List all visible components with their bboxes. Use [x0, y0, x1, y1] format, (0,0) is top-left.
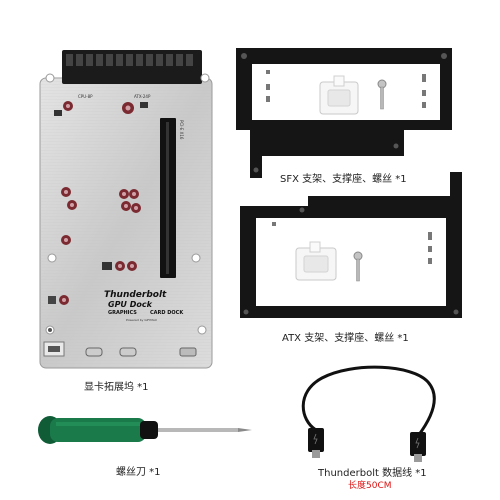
board-brand-line3: GRAPHICS — [108, 310, 137, 316]
board-slot-label: PCI-E X16 — [179, 120, 184, 140]
caption-cable-length: 长度50CM — [348, 481, 392, 491]
board-connector-label-right: ATX-24P — [134, 94, 151, 99]
caption-cable: Thunderbolt 数据线 *1 — [318, 468, 427, 479]
caption-dock: 显卡拓展坞 *1 — [84, 382, 149, 393]
board-brand-line5: Powered by GPYMAX — [126, 318, 157, 322]
board-brand-line4: CARD DOCK — [150, 310, 184, 316]
board-connector-label-left: CPU-8P — [78, 94, 93, 99]
caption-atx: ATX 支架、支撑座、螺丝 *1 — [282, 333, 409, 344]
caption-screwdriver: 螺丝刀 *1 — [116, 467, 161, 478]
board-brand-line1: Thunderbolt — [104, 290, 167, 300]
caption-sfx: SFX 支架、支撑座、螺丝 *1 — [280, 174, 407, 185]
board-brand-line2: GPU Dock — [108, 300, 152, 309]
